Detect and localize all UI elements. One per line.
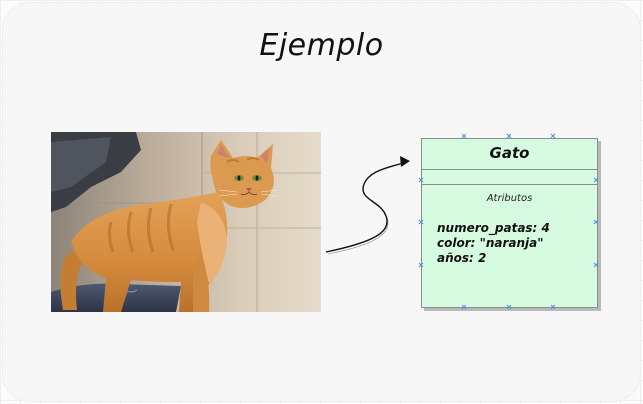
attribute-item: color: "naranja" (437, 236, 544, 250)
attributes-section-label: Atributos (486, 193, 533, 204)
attribute-list: numero_patas: 4 color: "naranja" años: 2 (437, 221, 550, 266)
diagram-title: Ejemplo (259, 28, 384, 63)
class-name: Gato (422, 139, 597, 170)
section-divider (422, 184, 597, 185)
attribute-item: numero_patas: 4 (437, 221, 550, 235)
cat-photo[interactable] (51, 132, 321, 312)
attribute-item: años: 2 (437, 251, 487, 265)
connector-arrow[interactable] (322, 150, 422, 260)
uml-class-box[interactable]: Gato Atributos numero_patas: 4 color: "n… (421, 138, 598, 308)
